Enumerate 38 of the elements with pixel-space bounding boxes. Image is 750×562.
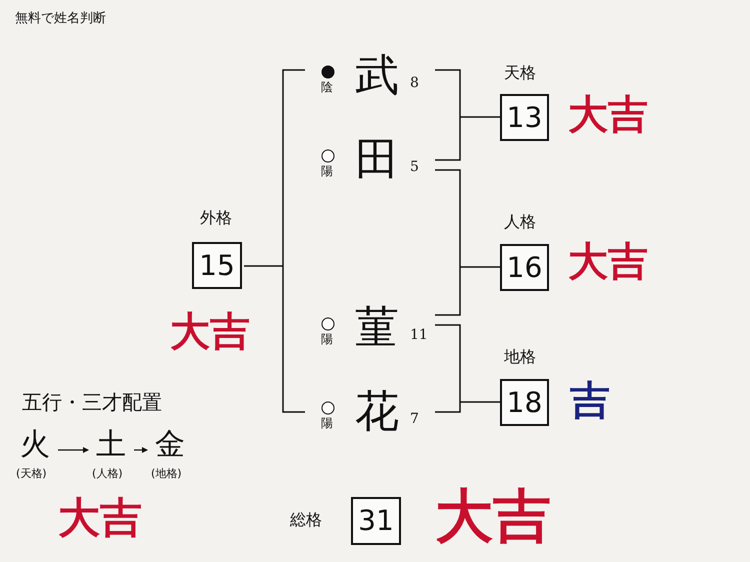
- number-box: 18: [500, 379, 549, 426]
- stroke-count: 8: [410, 76, 419, 90]
- name-character: 田: [355, 138, 399, 182]
- heading-label: 天格: [504, 65, 536, 81]
- fortune-verdict: 大吉: [58, 497, 142, 539]
- element-caption: (天格): [16, 468, 47, 479]
- section-heading: 五行・三才配置: [22, 392, 162, 412]
- number-box: 15: [192, 242, 242, 289]
- fortune-verdict: 大吉: [435, 487, 551, 545]
- fortune-verdict: 大吉: [568, 95, 648, 135]
- heading-label: 総格: [290, 512, 322, 528]
- heading-label: 地格: [504, 349, 536, 365]
- stroke-count: 7: [410, 412, 419, 426]
- stroke-count: 11: [410, 328, 428, 342]
- header-text: 無料で姓名判断: [15, 12, 106, 25]
- heading-label: 人格: [504, 214, 536, 230]
- fortune-verdict: 大吉: [568, 242, 648, 282]
- arrow: [134, 447, 148, 453]
- number-box: 31: [351, 497, 401, 545]
- element-character: 金: [155, 430, 185, 460]
- fortune-verdict: 大吉: [170, 312, 250, 352]
- element-caption: (人格): [92, 468, 123, 479]
- name-character: 花: [355, 390, 399, 434]
- yin-yang-label: 陽: [321, 417, 333, 429]
- element-character: 火: [20, 430, 50, 460]
- heading-label: 外格: [200, 210, 232, 226]
- stroke-count: 5: [410, 160, 419, 174]
- arrow: [58, 447, 89, 453]
- fortune-verdict: 吉: [570, 381, 610, 421]
- name-character: 武: [355, 54, 399, 98]
- yin-yang-label: 陰: [321, 81, 333, 93]
- number-box: 13: [500, 94, 549, 141]
- yin-yang-label: 陽: [321, 333, 333, 345]
- number-box: 16: [500, 244, 549, 291]
- element-character: 土: [96, 430, 126, 460]
- element-caption: (地格): [151, 468, 182, 479]
- name-character: 菫: [355, 306, 399, 350]
- yin-yang-label: 陽: [321, 165, 333, 177]
